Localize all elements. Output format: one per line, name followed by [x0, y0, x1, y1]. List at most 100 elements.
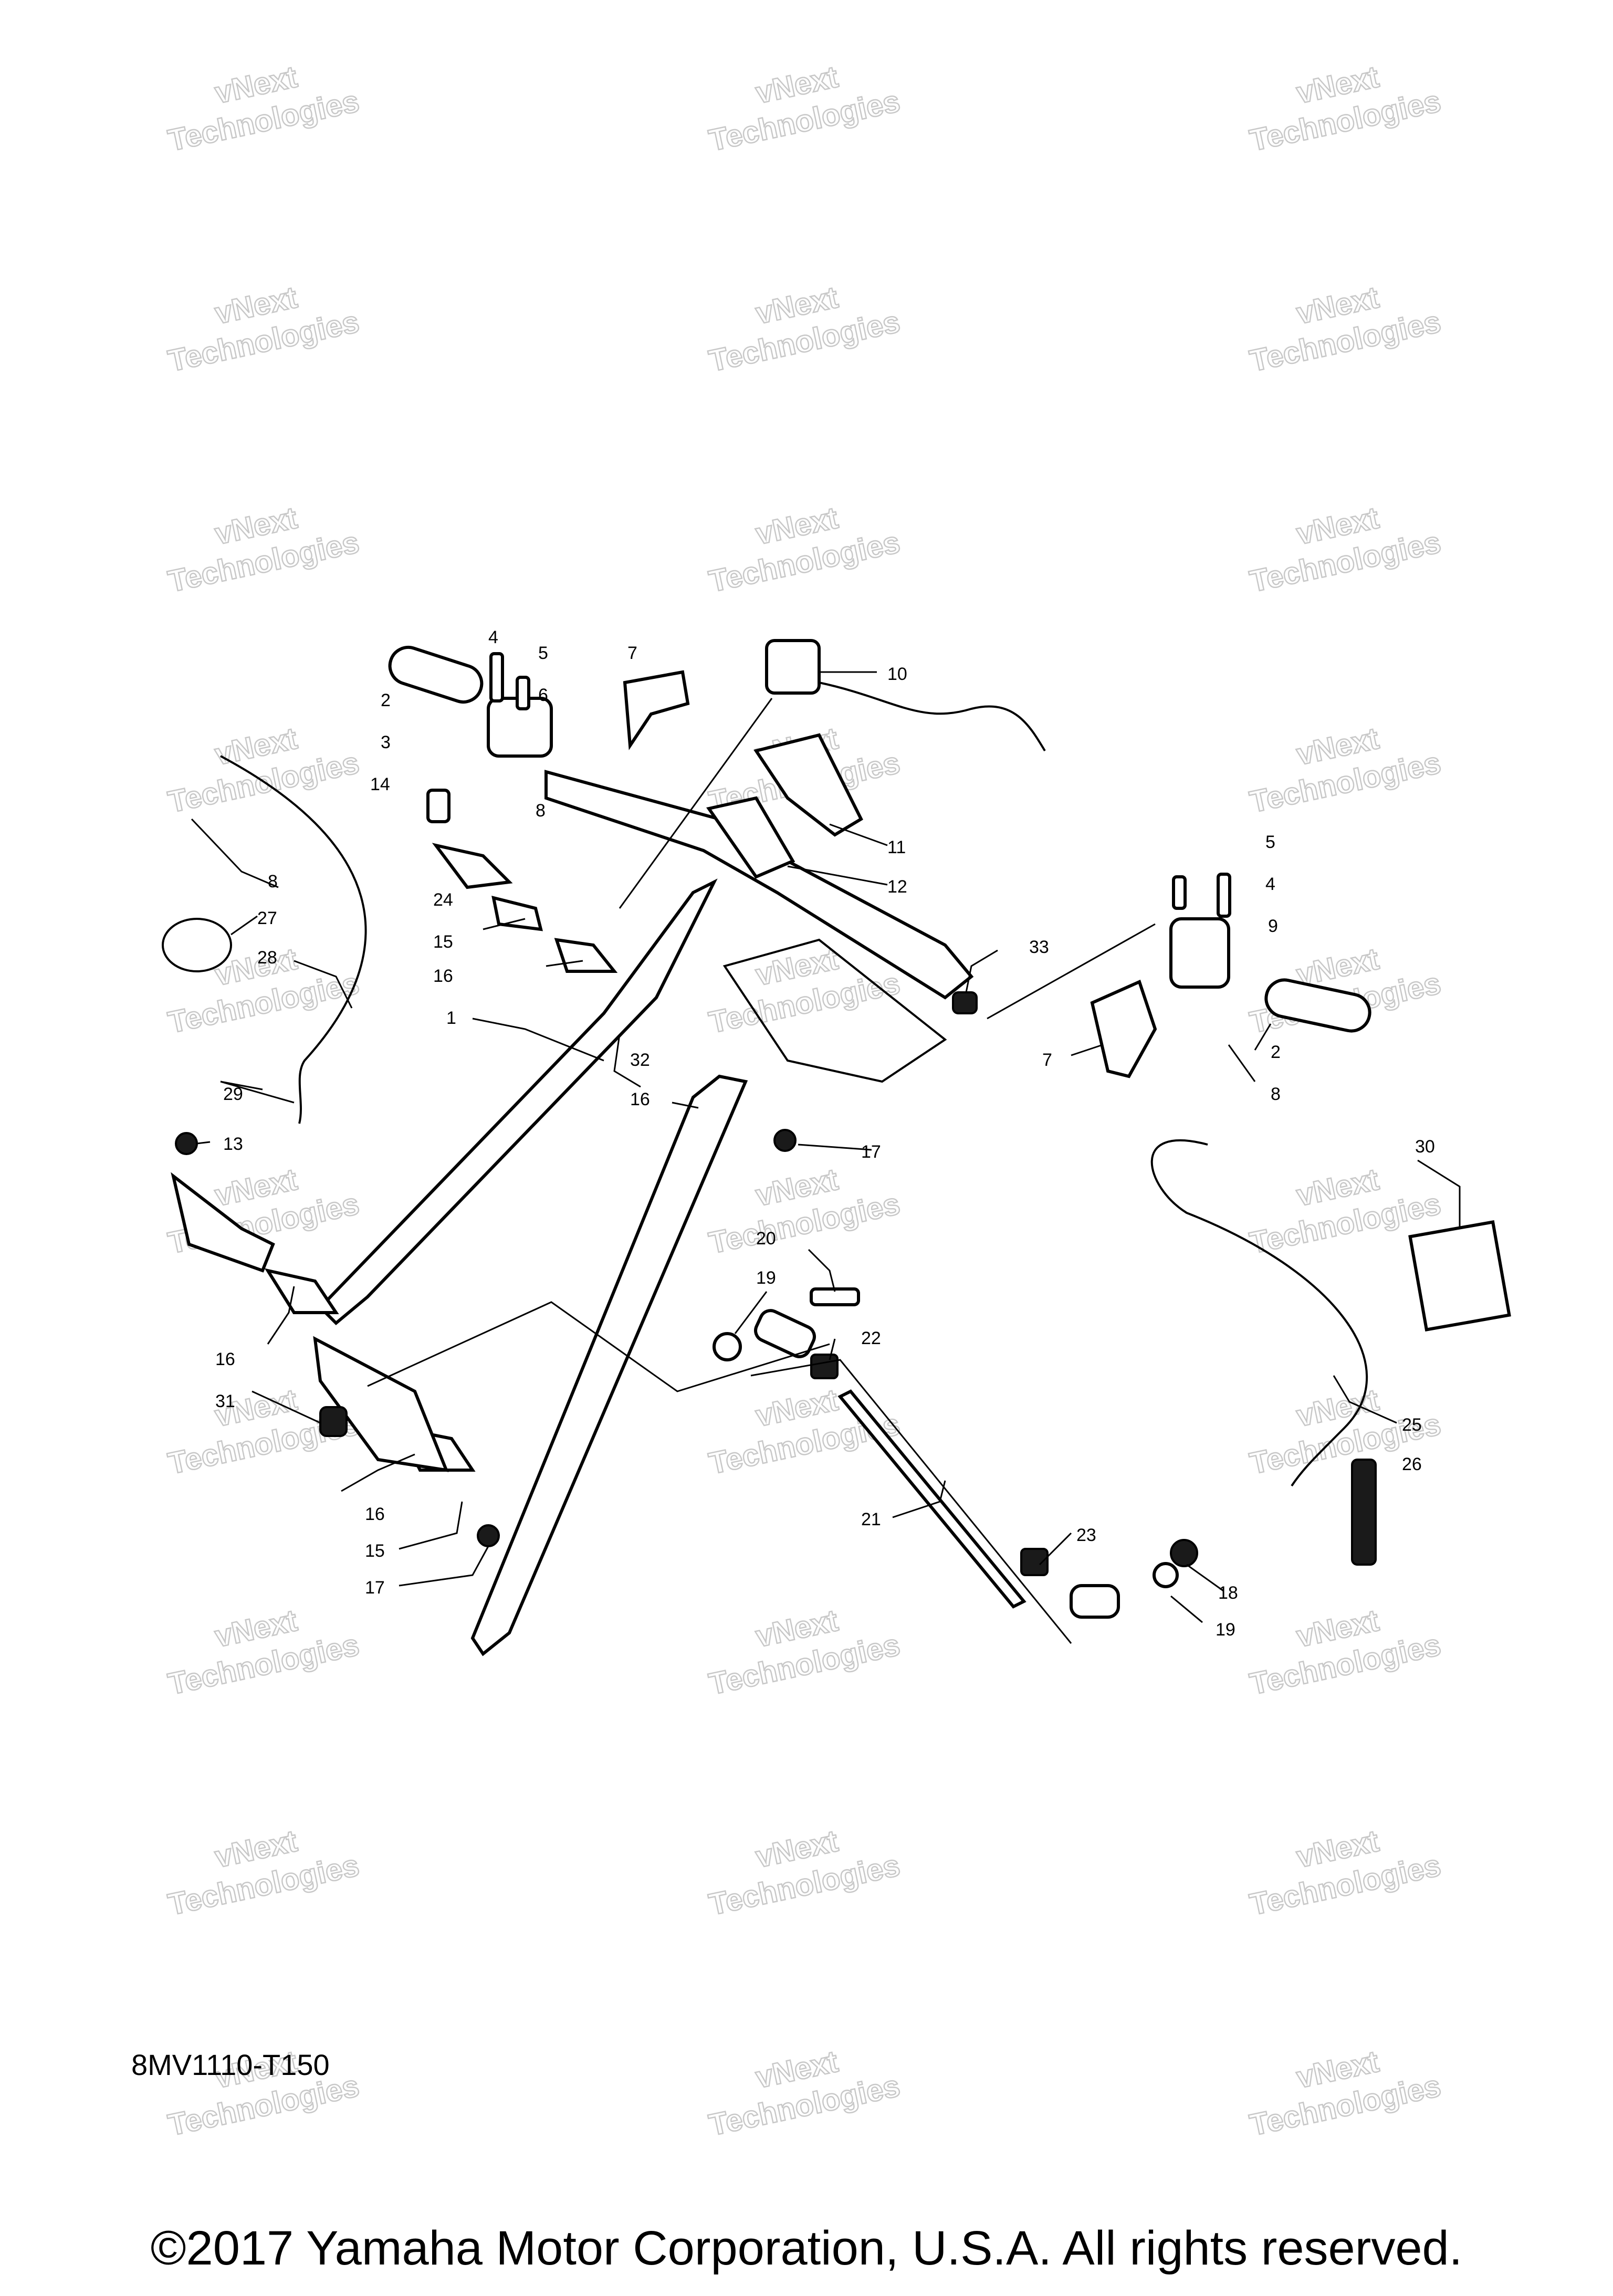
grip-right [1264, 978, 1371, 1033]
washer-upper [713, 1332, 742, 1361]
callout-8-mid: 8 [268, 872, 278, 892]
lock-nut [1170, 1539, 1198, 1567]
steering-post [318, 878, 718, 1326]
assembly-divider-lower [750, 1359, 1072, 1644]
callout-30: 30 [1415, 1137, 1435, 1157]
warmer-switch [765, 639, 821, 695]
tie-rod-end-upper [754, 1309, 816, 1358]
leader-16-col [613, 1034, 641, 1088]
leader-15-lower [399, 1501, 463, 1550]
callout-16-lower-b: 16 [365, 1504, 385, 1524]
assembly-divider-mid [367, 1301, 830, 1392]
bushing [319, 1406, 348, 1437]
callout-32: 32 [630, 1050, 650, 1070]
throttle-cable [220, 755, 367, 1124]
leader-27 [231, 915, 258, 936]
leader-22 [829, 1338, 836, 1360]
switch-housing-right [1169, 917, 1230, 989]
callout-10: 10 [887, 664, 907, 684]
callout-6: 6 [538, 685, 548, 705]
leader-28 [294, 960, 353, 1009]
warmer-switch-wire [819, 682, 1046, 752]
callout-5-right: 5 [1265, 832, 1275, 852]
leader-7-right [1071, 1044, 1103, 1056]
assembly-divider-left [619, 698, 773, 909]
callout-7-right: 7 [1042, 1050, 1052, 1070]
callout-22: 22 [861, 1328, 881, 1348]
callout-8-right: 8 [1271, 1084, 1281, 1104]
callout-25: 25 [1402, 1415, 1422, 1435]
nut-column [773, 1129, 797, 1152]
callout-15-lower: 15 [365, 1541, 385, 1561]
callout-14: 14 [370, 774, 390, 794]
callout-17-col: 17 [861, 1142, 881, 1162]
leader-33 [965, 949, 998, 993]
callout-21: 21 [861, 1509, 881, 1529]
screw-right-4 [1217, 873, 1231, 918]
steering-strut [470, 1074, 748, 1657]
callout-15-upper: 15 [433, 932, 453, 952]
callout-12: 12 [887, 877, 907, 897]
leader-1 [472, 1018, 604, 1062]
washer-lower [1153, 1562, 1179, 1588]
callout-23: 23 [1076, 1525, 1096, 1545]
diagram-code: 8MV1110-T150 [131, 2048, 330, 2081]
callout-24: 24 [433, 890, 453, 910]
callout-16-lower-a: 16 [215, 1349, 235, 1369]
assembly-divider-right [987, 923, 1156, 1020]
callout-2-left: 2 [381, 690, 391, 710]
leader-30 [1417, 1159, 1461, 1229]
screw-left-5 [516, 676, 530, 710]
callout-16-upper: 16 [433, 966, 453, 986]
nut-lower-left [477, 1524, 500, 1547]
callout-28: 28 [257, 948, 277, 968]
screw-right-5 [1172, 875, 1187, 910]
callout-4-left: 4 [488, 627, 498, 647]
hand-guard-right [1090, 979, 1157, 1078]
screw-left-4 [489, 652, 504, 703]
callout-3: 3 [381, 732, 391, 752]
bar-end [952, 991, 978, 1014]
leader-12 [787, 865, 888, 886]
callout-19-upper: 19 [756, 1268, 776, 1288]
callout-17-lower: 17 [365, 1578, 385, 1598]
callout-16-col: 16 [630, 1089, 650, 1109]
callout-31: 31 [215, 1391, 235, 1411]
warmer-harness [1150, 1139, 1368, 1487]
callout-8-left: 8 [536, 801, 546, 821]
leader-23 [1039, 1532, 1072, 1566]
tie-rod [837, 1389, 1027, 1609]
callout-5-left: 5 [538, 643, 548, 663]
callout-2-right: 2 [1271, 1042, 1281, 1062]
leader-20 [808, 1249, 836, 1292]
callout-1: 1 [446, 1008, 456, 1028]
leader-13 [196, 1141, 211, 1145]
tie-rod-nut [1020, 1548, 1049, 1576]
column-bracket [722, 938, 947, 1083]
leader-29 [220, 1081, 295, 1104]
grip-left [388, 646, 484, 704]
bar-pad-12 [706, 796, 795, 879]
leader-19-upper [734, 1291, 768, 1334]
callout-33: 33 [1029, 937, 1049, 957]
spring [1351, 1459, 1377, 1566]
